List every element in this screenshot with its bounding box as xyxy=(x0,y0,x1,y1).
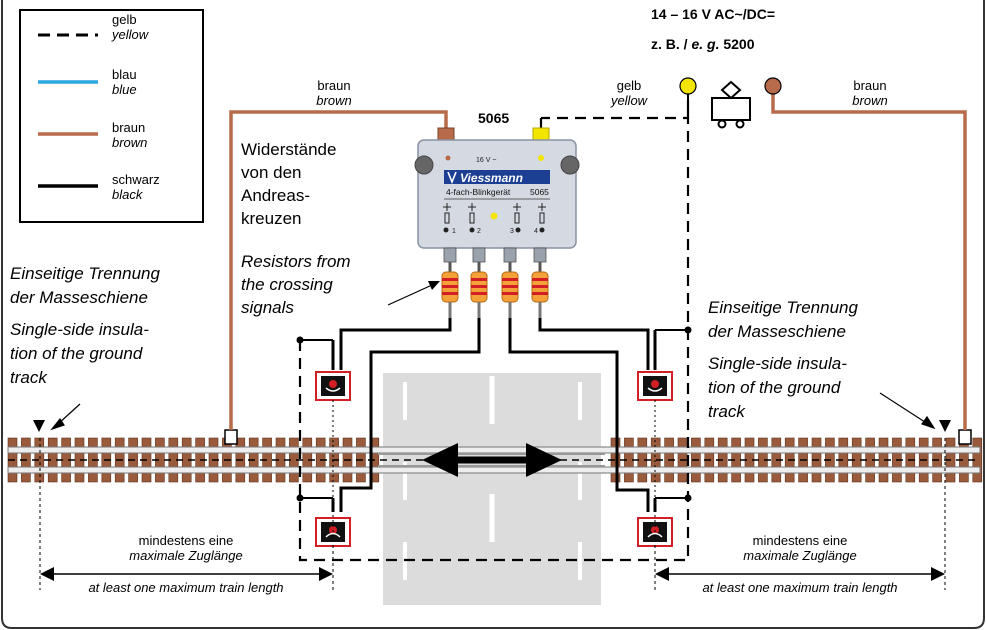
legend-yellow-en: yellow xyxy=(112,27,149,42)
brown-wire-left xyxy=(229,110,448,430)
distance-right-de2: maximale Zuglänge xyxy=(743,548,857,563)
distance-right-en: at least one maximum train length xyxy=(702,580,898,595)
dimension-lines xyxy=(39,438,946,590)
legend-brown-de: braun xyxy=(112,120,146,135)
brown-supply-terminal xyxy=(764,77,782,95)
dimension-arrowheads xyxy=(40,567,945,581)
legend-brown-en: brown xyxy=(112,135,148,150)
brand-logo-icon xyxy=(447,171,457,185)
signal-light xyxy=(329,380,337,388)
resistor-pointer-arrow xyxy=(387,281,440,306)
distance-left-en: at least one maximum train length xyxy=(88,580,284,595)
brand-band xyxy=(444,170,550,184)
signal-light xyxy=(651,380,659,388)
channel-label-4: 4 xyxy=(534,228,538,235)
distance-left-de2: maximale Zuglänge xyxy=(129,548,243,563)
legend-black-de: schwarz xyxy=(112,172,160,187)
yellow-supply-terminal xyxy=(679,77,697,95)
legend-black-en: black xyxy=(112,187,143,202)
isolation-note-pointers xyxy=(50,392,936,431)
module-brand: Viessmann xyxy=(460,171,523,185)
wire-label-yellow-en: yellow xyxy=(610,93,648,108)
brown-wire-right xyxy=(771,88,967,430)
module-name: 4-fach-Blinkgerät xyxy=(446,187,511,197)
module-model: 5065 xyxy=(530,187,549,197)
channel-label-1: 1 xyxy=(452,228,456,235)
distance-right-de1: mindestens eine xyxy=(752,533,848,548)
resistor-note-de: Widerstände von den Andreas- kreuzen xyxy=(241,140,337,228)
resistor-group xyxy=(441,262,549,318)
track xyxy=(7,429,983,483)
module-mount-left xyxy=(414,155,434,175)
supply-example: z. B. / e. g. 5200 xyxy=(651,36,755,52)
transformer-icon xyxy=(711,80,751,129)
direction-arrow-icon xyxy=(422,443,562,477)
distance-left-de1: mindestens eine xyxy=(138,533,234,548)
output-symbols xyxy=(443,203,546,224)
module-voltage-label: 16 V ~ xyxy=(476,157,496,164)
wire-label-brown-left-en: brown xyxy=(316,93,352,108)
insulation-left-de: Einseitige Trennung der Masseschiene xyxy=(10,264,160,307)
track-feeder xyxy=(224,429,238,445)
output-terminals xyxy=(443,247,547,263)
channel-label-3: 3 xyxy=(510,228,514,235)
isolation-markers xyxy=(33,420,951,432)
module-led xyxy=(490,212,498,220)
blink-module-5065: 1 2 3 4 16 V ~ Viessmann 4-fach-Blinkger… xyxy=(414,127,580,263)
module-mount-right xyxy=(560,155,580,175)
insulation-right-de: Einseitige Trennung der Masseschiene xyxy=(708,298,858,341)
rail xyxy=(7,446,981,454)
signal-wires xyxy=(331,318,657,512)
insulation-right-en: Single-side insula- tion of the ground t… xyxy=(708,354,847,421)
wire-label-brown-right-en: brown xyxy=(852,93,888,108)
yellow-common-wire xyxy=(298,116,690,562)
crossing-signals xyxy=(315,371,673,547)
insulation-left-en: Single-side insula- tion of the ground t… xyxy=(10,320,149,387)
supply-voltage: 14 – 16 V AC~/DC= xyxy=(651,6,775,22)
channel-label-2: 2 xyxy=(477,228,481,235)
resistor-note-en: Resistors from the crossing signals xyxy=(241,252,351,317)
legend-blue-de: blau xyxy=(112,67,137,82)
legend-yellow-de: gelb xyxy=(112,12,137,27)
legend-blue-en: blue xyxy=(112,82,137,97)
wire-label-yellow-de: gelb xyxy=(616,78,642,93)
rail xyxy=(7,466,981,474)
wire-label-brown-left-de: braun xyxy=(317,78,351,93)
module-number: 5065 xyxy=(478,110,510,126)
track-feeder xyxy=(958,429,972,445)
module-body xyxy=(417,139,577,249)
signal-position-lines xyxy=(332,400,656,540)
wire-label-brown-right-de: braun xyxy=(853,78,887,93)
